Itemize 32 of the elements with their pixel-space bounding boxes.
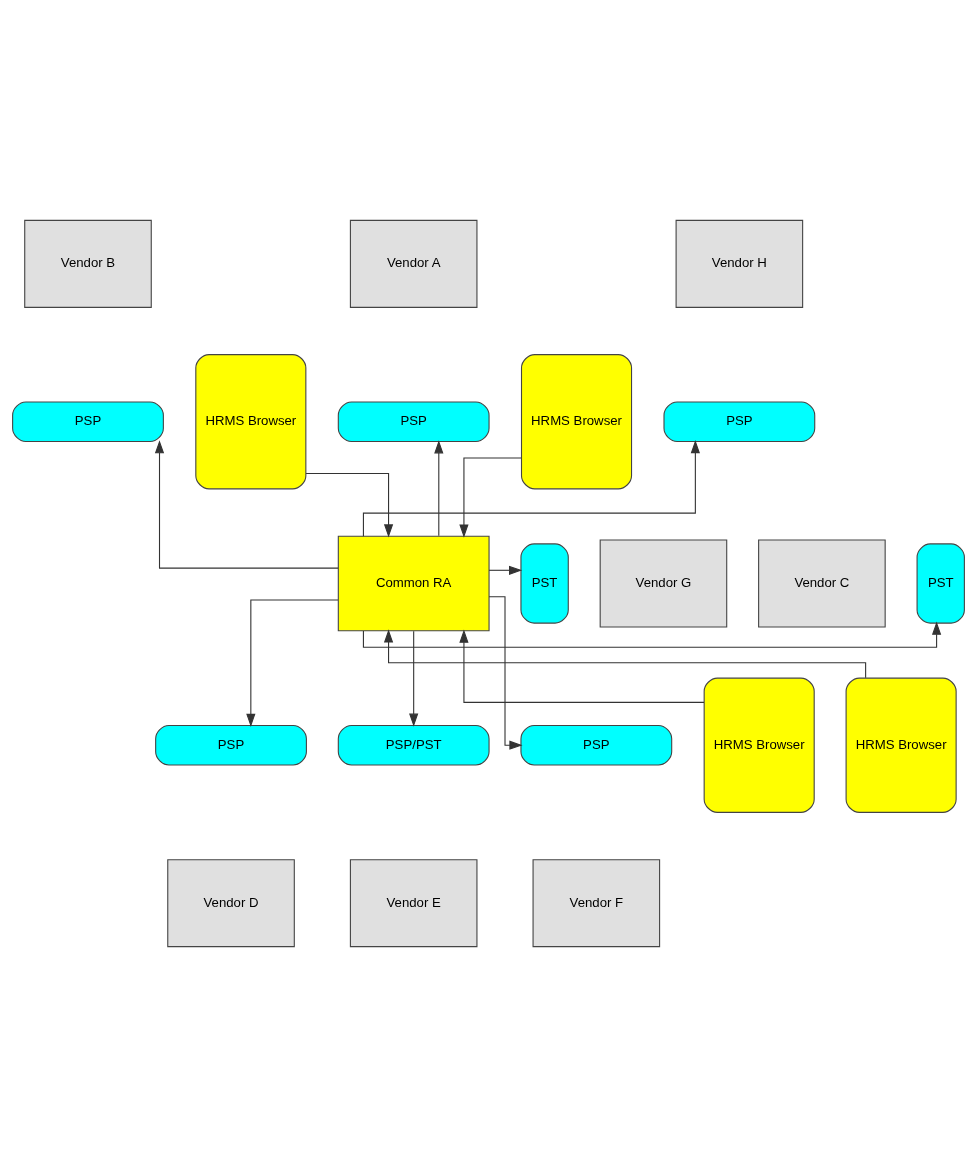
node-box: Vendor G	[599, 539, 728, 627]
arrow	[434, 439, 444, 536]
node-box: HRMS Browser	[520, 353, 633, 489]
arrow	[246, 598, 339, 727]
arrow	[459, 457, 522, 538]
node-box: Common RA	[337, 535, 490, 631]
node-box: PSP/PST	[337, 724, 490, 766]
node-box: Vendor E	[349, 858, 478, 947]
node-box: HRMS Browser	[195, 353, 307, 489]
arrow	[409, 630, 419, 727]
node-box: Vendor H	[675, 219, 804, 308]
node-box: Vendor D	[167, 858, 295, 947]
arrow	[362, 621, 942, 648]
node-box: PSP	[337, 400, 490, 442]
node-box: PST	[916, 542, 965, 624]
node-box: Vendor F	[532, 858, 661, 947]
arrow	[488, 595, 523, 750]
node-box: Vendor B	[24, 219, 152, 308]
node-box: PSP	[663, 400, 816, 442]
arrow	[154, 439, 339, 569]
node-box: HRMS Browser	[703, 677, 815, 813]
node-box: Vendor A	[349, 219, 478, 308]
node-box: Vendor C	[758, 539, 886, 627]
node-box: PSP	[155, 724, 307, 766]
arrow	[305, 472, 394, 538]
node-box: PSP	[12, 400, 164, 442]
arrow	[362, 439, 700, 537]
node-box: PST	[520, 542, 569, 624]
node-box: HRMS Browser	[845, 677, 957, 813]
arrow	[459, 629, 705, 703]
arrow	[488, 565, 523, 575]
node-box: PSP	[520, 724, 673, 766]
